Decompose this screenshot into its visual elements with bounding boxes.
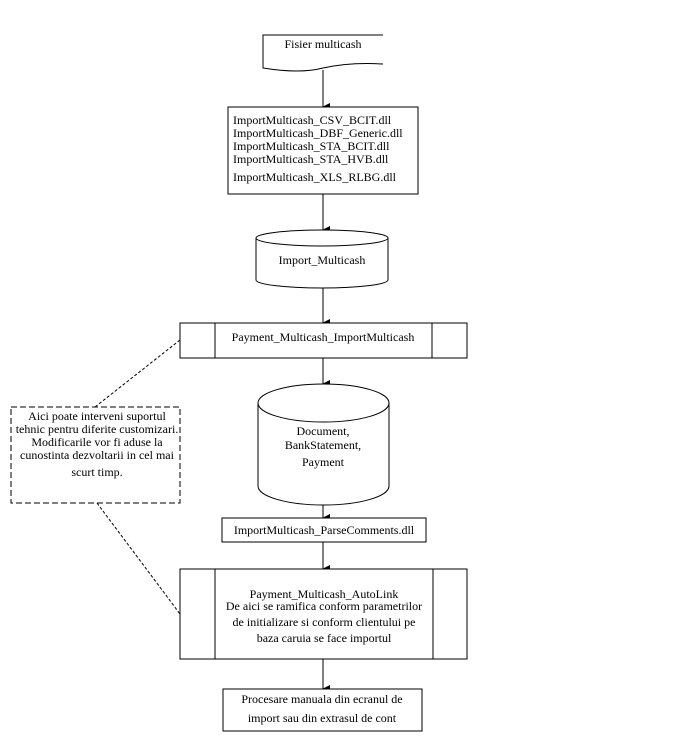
note-connector — [96, 502, 181, 615]
tables-db-label: Payment — [302, 455, 345, 469]
manual-label: import sau din extrasul de cont — [248, 711, 397, 725]
autolink-process-node: Payment_Multicash_AutoLink De aici se ra… — [179, 568, 468, 660]
parse-dll-node: ImportMulticash_ParseComments.dll — [221, 517, 427, 543]
parse-dll-label: ImportMulticash_ParseComments.dll — [234, 523, 415, 537]
autolink-label: de initializare si conform clientului pe — [233, 615, 416, 629]
import-process-node: Payment_Multicash_ImportMulticash — [179, 322, 468, 359]
tables-db-node: Document, BankStatement, Payment — [257, 383, 390, 506]
tables-db-label: Document, — [297, 424, 350, 438]
note-line: cunostinta dezvoltarii in cel mai — [20, 448, 175, 462]
dll-item: ImportMulticash_DBF_Generic.dll — [233, 126, 403, 140]
import-db-label: Import_Multicash — [279, 253, 366, 267]
note-line: tehnic pentru diferite customizari. — [16, 422, 179, 436]
note-line: Modificarile vor fi aduse la — [31, 435, 163, 449]
dll-item: ImportMulticash_STA_HVB.dll — [233, 152, 389, 166]
dll-item: ImportMulticash_CSV_BCIT.dll — [233, 113, 392, 127]
annotation-note: Aici poate interveni suportul tehnic pen… — [10, 406, 181, 504]
note-line: scurt timp. — [71, 465, 122, 479]
input-file-node: Fisier multicash — [262, 34, 384, 72]
autolink-label: De aici se ramifica conform parametrilor — [226, 599, 422, 613]
manual-label: Procesare manuala din ecranul de — [241, 692, 402, 706]
import-db-node: Import_Multicash — [255, 229, 389, 289]
autolink-label: baza caruia se face importul — [257, 631, 392, 645]
import-process-label: Payment_Multicash_ImportMulticash — [232, 330, 415, 344]
manual-processing-node: Procesare manuala din ecranul de import … — [222, 688, 423, 732]
input-file-label: Fisier multicash — [285, 37, 362, 51]
autolink-label: Payment_Multicash_AutoLink — [250, 587, 399, 601]
note-line: Aici poate interveni suportul — [28, 409, 166, 423]
dll-item: ImportMulticash_STA_BCIT.dll — [233, 139, 390, 153]
import-dlls-node: ImportMulticash_CSV_BCIT.dll ImportMulti… — [227, 106, 419, 195]
note-connector — [94, 339, 181, 408]
tables-db-label: BankStatement, — [285, 438, 361, 452]
dll-item: ImportMulticash_XLS_RLBG.dll — [233, 170, 397, 184]
